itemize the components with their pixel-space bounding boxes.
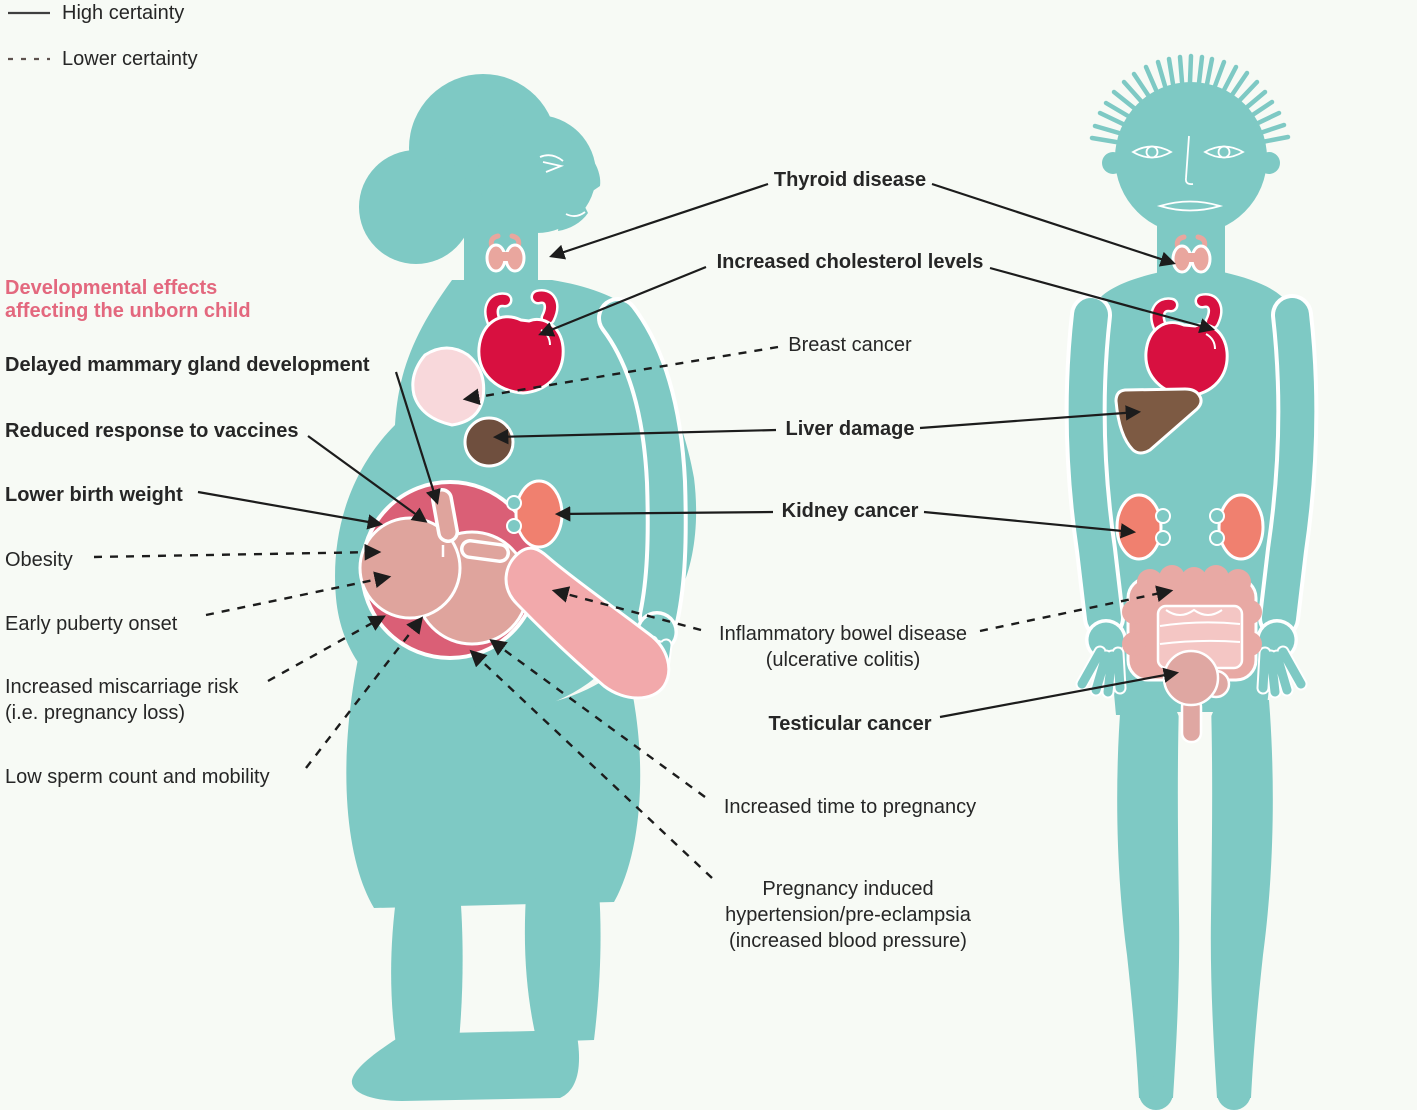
label-breast-cancer: Breast cancer [788,334,912,356]
man-face [1131,135,1245,212]
man-kidneys-organ [1115,493,1265,561]
label-ibd: Inflammatory bowel disease (ulcerative c… [719,623,967,671]
legend-line-samples [8,11,50,61]
woman-intestine-organ [504,546,671,700]
man-thyroid-organ [1171,234,1212,274]
woman-thyroid-organ [485,233,526,273]
legend-lower-certainty: Lower certainty [62,48,198,70]
man-hair-spikes [1089,53,1291,145]
label-testicular-cancer: Testicular cancer [768,713,932,735]
label-low-sperm: Low sperm count and mobility [5,766,270,788]
label-delayed-mammary: Delayed mammary gland development [5,354,370,376]
woman-liver-organ [463,416,515,468]
man-right-arm [1256,294,1319,699]
woman-face [539,154,586,217]
man-liver-organ [1114,387,1203,455]
woman-kidney-organ [506,479,564,549]
label-kidney-cancer: Kidney cancer [781,500,919,522]
section-header-developmental-effects: Developmental effects affecting the unbo… [5,277,251,323]
woman-figure [335,74,697,1101]
connector-lines [93,182,1215,879]
label-reduced-vaccines: Reduced response to vaccines [5,420,299,442]
label-early-puberty: Early puberty onset [5,613,178,635]
man-intestines-organ [1122,565,1262,682]
woman-breast-organ [411,346,486,427]
label-miscarriage: Increased miscarriage risk (i.e. pregnan… [5,676,239,724]
label-hypertension: Pregnancy induced hypertension/pre-eclam… [725,878,971,952]
label-cholesterol: Increased cholesterol levels [716,251,984,273]
label-obesity: Obesity [5,549,73,571]
label-lower-birth-weight: Lower birth weight [5,484,183,506]
label-liver-damage: Liver damage [785,418,915,440]
man-left-arm [1064,294,1127,699]
label-time-to-pregnancy: Increased time to pregnancy [723,796,977,818]
label-thyroid-disease: Thyroid disease [773,169,927,191]
legend-high-certainty: High certainty [62,2,185,24]
fetus [358,488,530,646]
man-figure [1064,53,1319,1110]
